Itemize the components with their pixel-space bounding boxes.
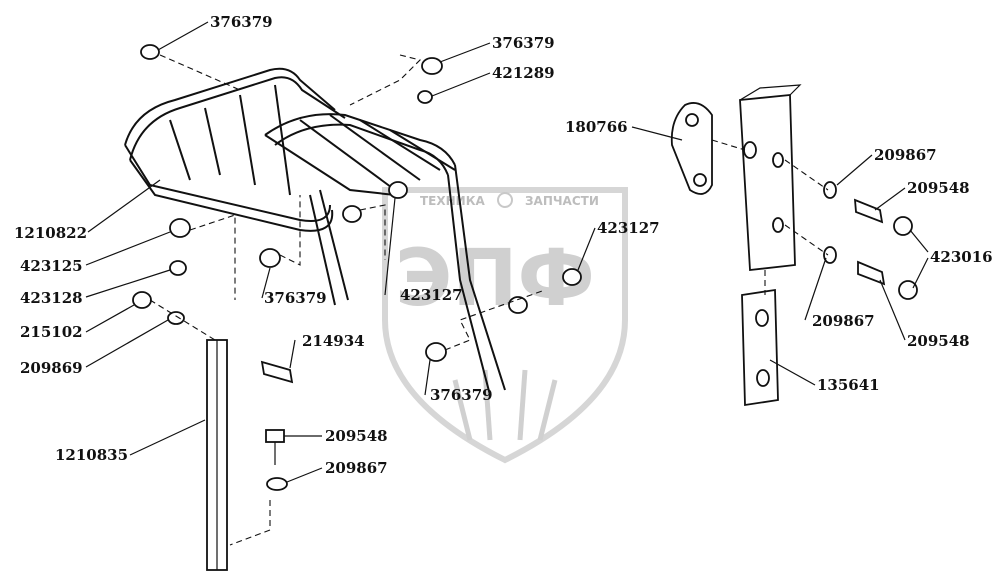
washer-209867-low <box>266 477 288 491</box>
cap-421289 <box>417 90 433 104</box>
label-209548-b: 209548 <box>907 332 970 350</box>
washer-209869 <box>167 311 185 325</box>
cap-376379-mid <box>259 248 281 268</box>
label-376379-right: 376379 <box>492 34 555 52</box>
nut-top-left <box>140 44 160 60</box>
nut-423016-top <box>893 216 913 236</box>
luggage-rack <box>124 67 506 396</box>
label-180766: 180766 <box>565 118 628 136</box>
nut-top-right <box>421 57 443 75</box>
vertical-bar <box>206 339 228 571</box>
bracket <box>670 102 713 195</box>
cap-rack-3 <box>508 296 528 314</box>
bolt-209548-low <box>265 429 285 443</box>
watermark: ТЕХНИКА ЗАПЧАСТИ ЭПФ <box>382 187 628 464</box>
cap-rack-1 <box>342 205 362 223</box>
label-376379-top: 376379 <box>210 13 273 31</box>
bolt-209548-top <box>853 198 884 224</box>
cap-423128 <box>169 260 187 276</box>
fasteners <box>132 44 918 491</box>
label-423016: 423016 <box>930 248 993 266</box>
watermark-brand: ЭПФ <box>395 234 595 324</box>
bolt-209548-bottom <box>857 260 886 286</box>
cap-423125 <box>169 218 191 238</box>
wheat-icon <box>452 369 558 441</box>
label-209869: 209869 <box>20 359 83 377</box>
cap-423127-right <box>562 268 582 286</box>
label-1210822: 1210822 <box>14 224 87 242</box>
label-376379-low: 376379 <box>430 386 493 404</box>
label-209867-a: 209867 <box>874 146 937 164</box>
part-labels: 376379 376379 421289 180766 209867 20954… <box>14 13 993 477</box>
label-423127-right: 423127 <box>597 219 660 237</box>
label-376379-mid: 376379 <box>264 289 327 307</box>
label-209867-b: 209867 <box>812 312 875 330</box>
gear-icon <box>497 192 513 208</box>
washer-209867-top <box>823 181 837 199</box>
label-421289: 421289 <box>492 64 555 82</box>
label-209867-c: 209867 <box>325 459 388 477</box>
label-209548-a: 209548 <box>907 179 970 197</box>
label-209548-c: 209548 <box>325 427 388 445</box>
cap-rack-2 <box>388 181 408 199</box>
label-214934: 214934 <box>302 332 365 350</box>
leader-lines <box>85 21 929 483</box>
label-1210835: 1210835 <box>55 446 128 464</box>
watermark-left-text: ТЕХНИКА <box>420 194 486 208</box>
bolt-214934 <box>260 360 294 384</box>
nut-215102 <box>132 291 152 309</box>
square-post <box>739 84 802 271</box>
label-215102: 215102 <box>20 323 83 341</box>
label-423127-mid: 423127 <box>400 286 463 304</box>
cap-376379-low <box>425 342 447 362</box>
label-423125: 423125 <box>20 257 83 275</box>
nut-423016-bottom <box>898 280 918 300</box>
plate-135641 <box>741 288 779 407</box>
assembly-lines <box>149 54 829 546</box>
washer-209867-bottom <box>823 246 837 264</box>
watermark-right-text: ЗАПЧАСТИ <box>525 194 599 208</box>
label-135641: 135641 <box>817 376 880 394</box>
label-423128: 423128 <box>20 289 83 307</box>
